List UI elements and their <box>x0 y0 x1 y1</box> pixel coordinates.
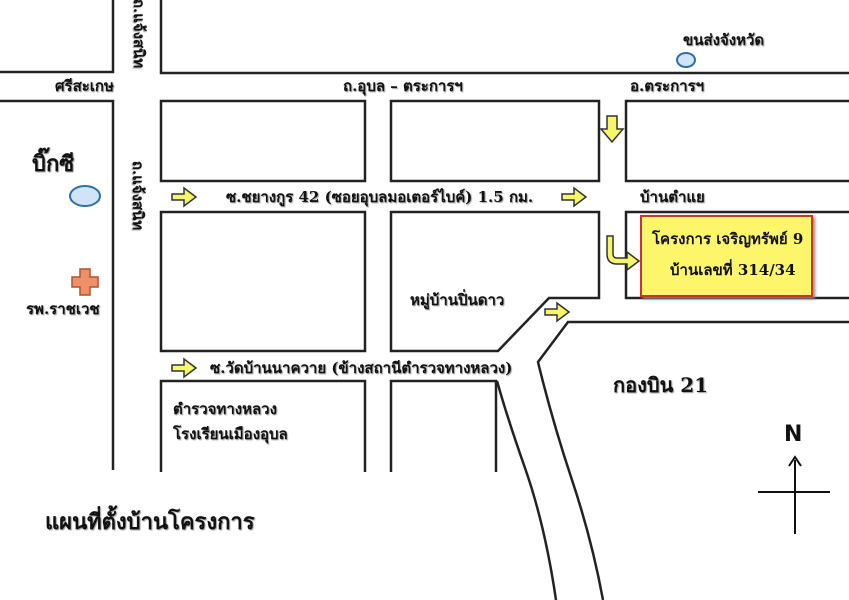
place-label-bus-station: ขนส่งจังหวัด <box>683 31 765 49</box>
block-b <box>389 99 601 183</box>
road-label-soi-42: ซ.ชยางกูร 42 (ซอยอุบลมอเตอร์ไบค์) 1.5 กม… <box>226 188 534 206</box>
road-edge-diag-right <box>536 320 849 600</box>
road-label-amphoe-trakan: อ.ตระการฯ <box>630 77 705 95</box>
place-label-school: โรงเรียนเมืองอุบล <box>173 425 288 443</box>
compass-icon <box>758 455 830 534</box>
road-label-left-vertical: ถ.แจ้งสนิท <box>129 160 148 231</box>
project-name: โครงการ เจริญทรัพย์ 9 <box>652 230 804 248</box>
compass-north-label: N <box>784 422 803 447</box>
block-c <box>624 99 849 183</box>
map-title: แผนที่ตั้งบ้านโครงการ <box>45 509 255 535</box>
project-address: บ้านเลขที่ 314/34 <box>670 261 796 279</box>
arrow-right-icon <box>171 357 198 379</box>
block-f <box>389 379 498 472</box>
place-label-police: ตำรวจทางหลวง <box>173 400 277 418</box>
arrow-right-icon <box>171 186 198 208</box>
block-e <box>159 379 367 472</box>
block-a <box>159 99 367 183</box>
road-label-ubon-trakan: ถ.อุบล – ตระการฯ <box>343 77 463 95</box>
place-label-airforce: กองบิน 21 <box>613 373 709 397</box>
place-label-big-c: บิ๊กซี <box>32 151 75 177</box>
place-label-ban-tamaey: บ้านตำแย <box>640 188 705 206</box>
arrow-right-icon <box>544 301 571 323</box>
road-edge-top-left <box>0 0 115 74</box>
place-label-village: หมู่บ้านปิ่นดาว <box>410 291 505 309</box>
arrow-down-icon <box>599 115 625 144</box>
block-d <box>159 210 367 353</box>
bus-station-marker-icon <box>676 52 696 68</box>
road-edge-diag-left <box>495 380 558 600</box>
block-village <box>389 210 601 353</box>
road-edge-left-strip <box>0 99 115 470</box>
place-label-hospital: รพ.ราชเวช <box>26 300 100 318</box>
project-highlight-box: โครงการ เจริญทรัพย์ 9 บ้านเลขที่ 314/34 <box>640 215 813 297</box>
road-label-soi-wat: ซ.วัดบ้านนาควาย (ข้างสถานีตำรวจทางหลวง) <box>210 359 513 377</box>
arrow-turn-right-icon <box>606 235 641 272</box>
road-edge-top-strip <box>159 0 849 75</box>
big-c-marker-icon <box>69 185 101 207</box>
hospital-cross-icon <box>71 268 99 296</box>
road-label-srisaket: ศรีสะเกษ <box>55 77 114 95</box>
road-label-top-vertical: ถ.แจ้งสนิท <box>130 0 149 69</box>
arrow-right-icon <box>561 186 588 208</box>
